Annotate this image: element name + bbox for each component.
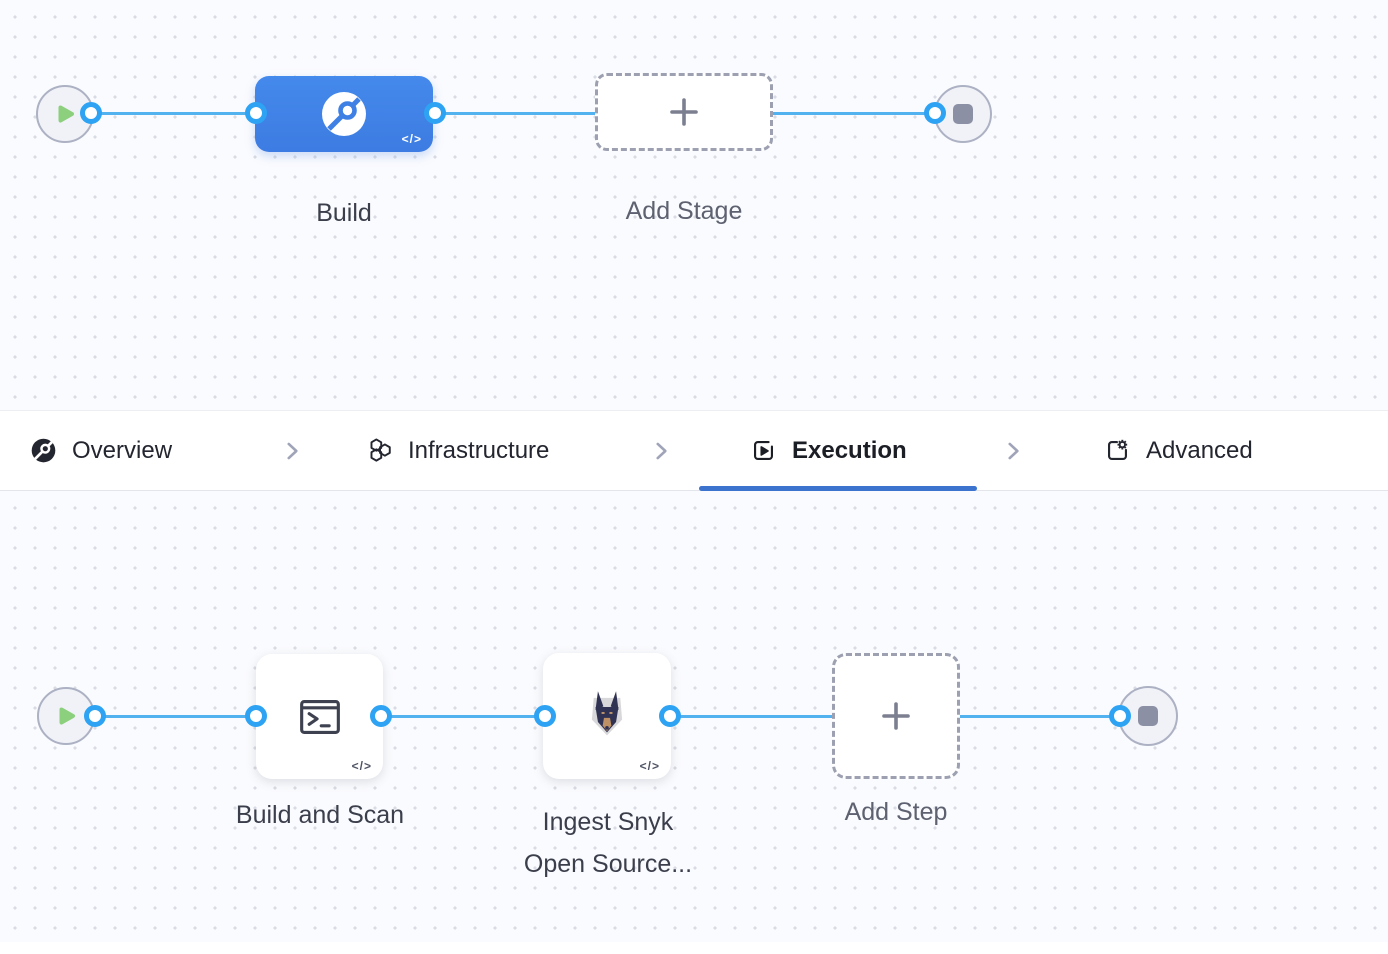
step-node-build-and-scan[interactable]: </> xyxy=(256,654,383,779)
connector-line xyxy=(91,112,935,115)
execution-canvas[interactable]: </> </> xyxy=(0,491,1388,942)
step-label-line2: Open Source... xyxy=(523,850,693,878)
play-icon xyxy=(58,105,74,123)
tab-infrastructure[interactable]: Infrastructure xyxy=(366,411,549,490)
chevron-right-icon xyxy=(1008,442,1019,459)
plus-icon xyxy=(882,702,910,730)
connector-port[interactable] xyxy=(424,102,446,124)
stages-canvas[interactable]: </> Build Add Stage xyxy=(0,0,1388,410)
step-label: Build and Scan xyxy=(235,801,405,829)
active-tab-underline xyxy=(699,486,977,491)
connector-port[interactable] xyxy=(245,705,267,727)
terminal-icon xyxy=(299,699,340,734)
stop-icon xyxy=(1138,706,1158,726)
add-step-label: Add Step xyxy=(844,798,948,826)
tab-execution[interactable]: Execution xyxy=(750,411,907,490)
step-label-line1: Ingest Snyk xyxy=(542,808,674,836)
code-glyph: </> xyxy=(639,759,660,773)
connector-port[interactable] xyxy=(370,705,392,727)
code-glyph: </> xyxy=(351,759,372,773)
connector-port[interactable] xyxy=(534,705,556,727)
stage-label: Build xyxy=(316,199,372,227)
connector-port[interactable] xyxy=(659,705,681,727)
snyk-dog-icon xyxy=(591,691,623,736)
hexagons-icon xyxy=(370,438,391,462)
code-glyph: </> xyxy=(401,132,422,146)
tab-overview[interactable]: Overview xyxy=(30,411,172,490)
connector-port[interactable] xyxy=(924,102,946,124)
connector-port[interactable] xyxy=(245,102,267,124)
stage-node-build[interactable]: </> xyxy=(255,76,433,152)
connector-port[interactable] xyxy=(1109,705,1131,727)
play-square-icon xyxy=(753,440,774,461)
ci-build-icon xyxy=(322,92,366,136)
add-stage-button[interactable] xyxy=(595,73,773,151)
tab-label: Overview xyxy=(72,436,173,464)
play-icon xyxy=(59,707,75,725)
footer-strip xyxy=(0,942,1388,954)
add-stage-label: Add Stage xyxy=(625,197,743,225)
gear-square-icon xyxy=(1107,439,1128,461)
connector-port[interactable] xyxy=(80,102,102,124)
connector-port[interactable] xyxy=(84,705,106,727)
tab-label: Execution xyxy=(792,436,907,464)
chevron-right-icon xyxy=(287,442,298,459)
tab-label: Advanced xyxy=(1146,436,1253,464)
tab-advanced[interactable]: Advanced xyxy=(1104,411,1253,490)
chevron-right-icon xyxy=(656,442,667,459)
stop-icon xyxy=(953,104,973,124)
add-step-button[interactable] xyxy=(832,653,960,779)
plus-icon xyxy=(670,98,698,126)
step-node-ingest-snyk[interactable]: </> xyxy=(543,653,671,779)
pipeline-end-node[interactable] xyxy=(934,85,992,143)
ci-overview-icon xyxy=(31,438,56,463)
tab-label: Infrastructure xyxy=(408,436,550,464)
stage-config-tabs: Overview Infrastructure Execution xyxy=(0,410,1388,491)
step-label: Ingest Snyk Open Source... xyxy=(484,801,732,885)
